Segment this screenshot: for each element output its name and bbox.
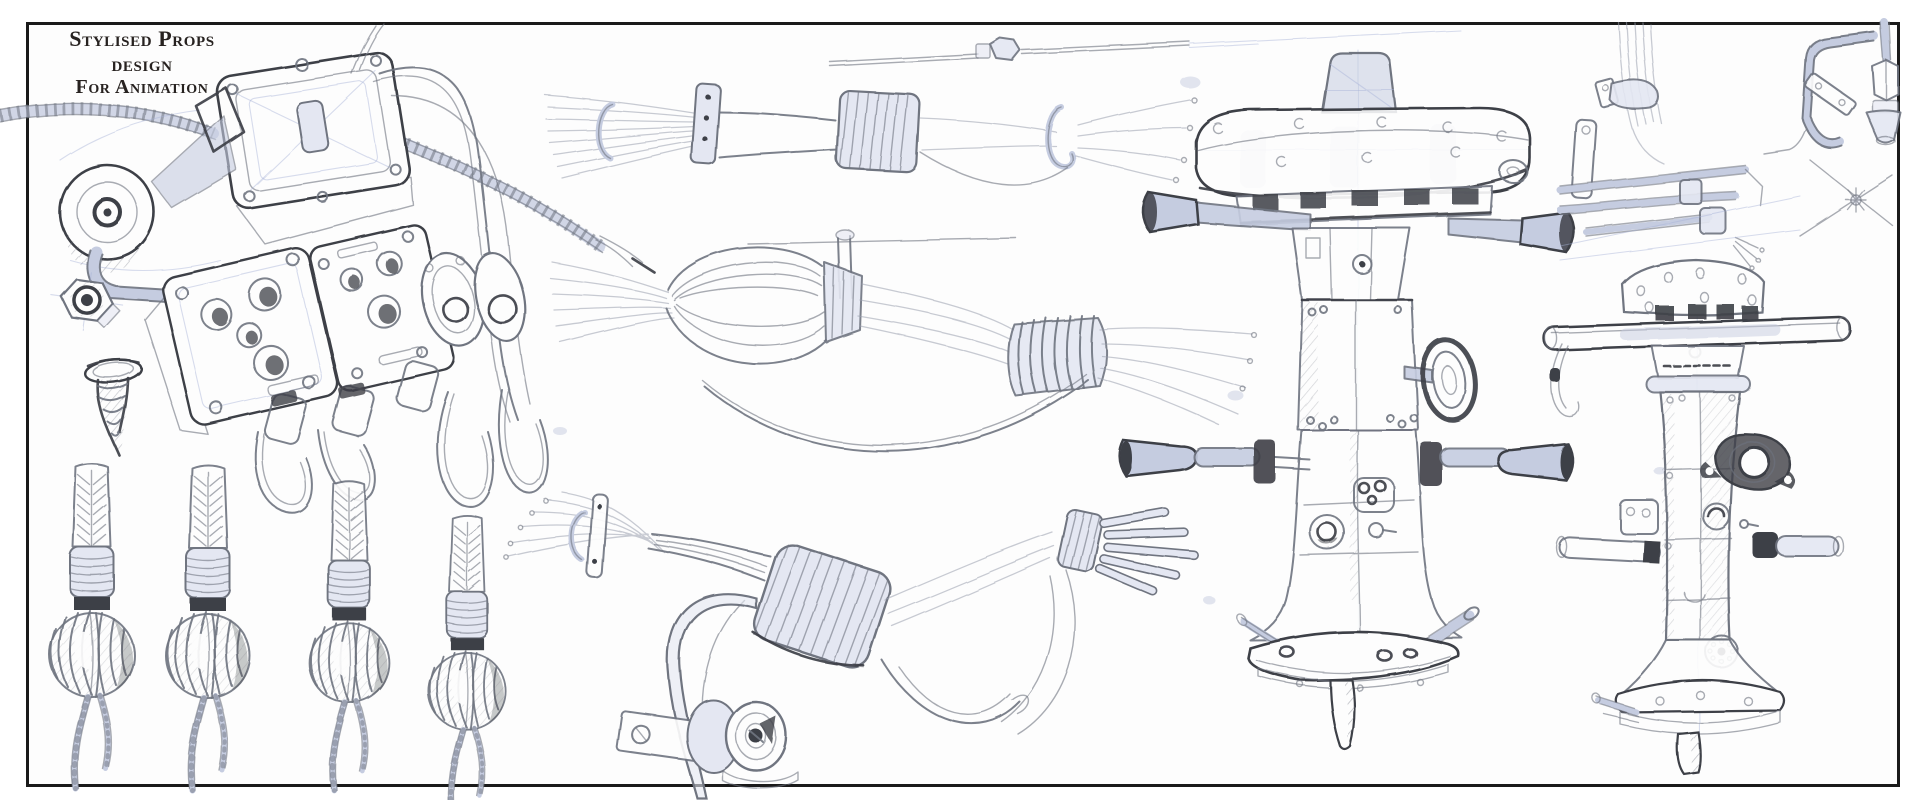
junction-wires (351, 23, 531, 423)
cable-loops (254, 389, 549, 514)
sketch-pipework (1556, 18, 1901, 271)
sketch-junction-box (58, 23, 531, 423)
sketch-screw (83, 358, 143, 457)
sketch-pedestal-front (1117, 49, 1575, 751)
horns (1141, 190, 1575, 254)
title-line-2: For Animation (75, 76, 209, 99)
bundle-bottom-wrap (751, 543, 892, 669)
title-line-1: Stylised Props design (69, 26, 215, 76)
handlebar (1117, 438, 1574, 486)
corner-pipes (1763, 18, 1901, 155)
ring-fitting (1700, 433, 1796, 491)
title-block: Stylised Props design For Animation (36, 26, 248, 99)
bundle-top-wrap (835, 89, 921, 173)
sketch-rope-knots (50, 464, 506, 800)
sketch-pedestal-side (1542, 258, 1852, 776)
sketch-fiber-bundle-top (544, 29, 1461, 186)
bell-wheel (58, 163, 156, 273)
pipe-tie (1845, 187, 1867, 213)
hook-grommet (615, 592, 799, 800)
sketch-hex-nut (50, 271, 124, 331)
sketch-fiber-bundle-bottom (503, 491, 1199, 800)
junction-box-body (215, 51, 414, 246)
sketch-fiber-bundle-middle (549, 229, 1258, 453)
crank-wheel (1403, 337, 1478, 423)
sketch-control-panels (143, 223, 549, 514)
